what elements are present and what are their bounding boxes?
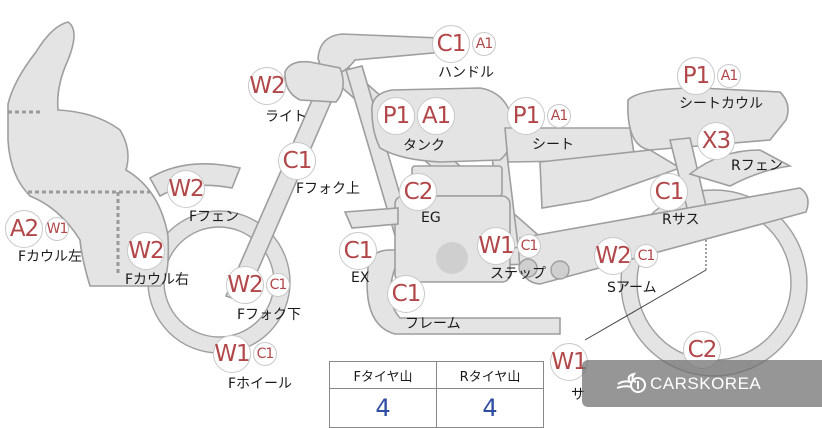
step-code-badge: W1 bbox=[477, 227, 515, 265]
f-fender-code-badge: W2 bbox=[167, 170, 205, 208]
r-suspension-label: Rサス bbox=[662, 212, 700, 228]
front-tire-header: Fタイヤ山 bbox=[329, 361, 437, 389]
engine-cover bbox=[436, 242, 468, 274]
swing-arm-code-badge: W2 bbox=[594, 237, 632, 275]
front-tire-value: 4 bbox=[329, 388, 437, 428]
rear-tire-header: Rタイヤ山 bbox=[436, 361, 544, 389]
swing-arm-shape bbox=[518, 187, 809, 285]
engine-code-badge: C2 bbox=[399, 173, 437, 211]
seat-cowl-label: シートカウル bbox=[679, 96, 763, 112]
f-cowl-right-label: Fカウル右 bbox=[125, 272, 190, 288]
exhaust-label: EX bbox=[351, 270, 370, 286]
engine-label: EG bbox=[421, 210, 441, 226]
f-wheel-code-badge: W1 bbox=[213, 335, 251, 373]
seat-code-badge: P1 bbox=[507, 97, 545, 135]
f-cowl-left-code-badge: W1 bbox=[45, 217, 69, 241]
r-wheel-code-badge: W1 bbox=[550, 343, 588, 381]
tire-table-value-row: 4 4 bbox=[329, 388, 544, 428]
flame-logo-icon bbox=[616, 371, 646, 393]
r-wheel-label: サ bbox=[571, 387, 585, 403]
r-suspension-code-badge: C1 bbox=[650, 173, 688, 211]
handle-code-badge: A1 bbox=[472, 32, 496, 56]
light-label: ライト bbox=[265, 109, 307, 125]
f-cowl-right-code-badge: W2 bbox=[127, 232, 165, 270]
seat-code-badge: A1 bbox=[547, 104, 571, 128]
f-cowl-left-code-badge: A2 bbox=[5, 210, 43, 248]
f-wheel-code-badge: C1 bbox=[253, 342, 277, 366]
frame-code-badge: C1 bbox=[387, 275, 425, 313]
seat-cowl-code-badge: P1 bbox=[677, 57, 715, 95]
r-fender-label: Rフェン bbox=[731, 158, 783, 174]
f-fender-label: Fフェン bbox=[189, 209, 240, 225]
f-fork-lower-code-badge: C1 bbox=[266, 273, 290, 297]
exhaust-shape bbox=[343, 207, 399, 229]
f-fork-upper-code-badge: C1 bbox=[278, 142, 316, 180]
swing-arm-label: Sアーム bbox=[607, 280, 657, 296]
exhaust-code-badge: C1 bbox=[339, 232, 377, 270]
step-label: ステップ bbox=[490, 266, 546, 282]
tank-label: タンク bbox=[403, 138, 445, 154]
handle-label: ハンドル bbox=[438, 65, 494, 81]
f-cowl-left-label: Fカウル左 bbox=[18, 249, 83, 265]
watermark-text: CARSKOREA bbox=[650, 373, 762, 393]
light-code-badge: W2 bbox=[248, 67, 286, 105]
f-fork-lower-code-badge: W2 bbox=[226, 266, 264, 304]
handle-code-badge: C1 bbox=[432, 25, 470, 63]
step-peg-left bbox=[518, 258, 538, 278]
seat-cowl-code-badge: A1 bbox=[717, 64, 741, 88]
f-fork-upper-label: Fフォク上 bbox=[296, 181, 361, 197]
r-fender-code-badge: X3 bbox=[697, 122, 735, 160]
front-cowl-shape bbox=[7, 21, 170, 287]
tire-tread-table: Fタイヤ山 Rタイヤ山 4 4 bbox=[329, 361, 544, 428]
f-wheel-label: Fホイール bbox=[228, 376, 293, 392]
frame-label: フレーム bbox=[405, 316, 461, 332]
tire-table-header-row: Fタイヤ山 Rタイヤ山 bbox=[329, 361, 544, 389]
swing-arm-code-badge: C1 bbox=[634, 244, 658, 268]
watermark: CARSKOREA bbox=[582, 360, 822, 407]
headlight-shape bbox=[284, 60, 344, 103]
step-code-badge: C1 bbox=[517, 234, 541, 258]
guide-line-long bbox=[584, 269, 707, 341]
seat-cowl-shape bbox=[627, 87, 789, 151]
rear-tire-value: 4 bbox=[436, 388, 544, 428]
seat-label: シート bbox=[532, 137, 574, 153]
step-peg-right bbox=[550, 260, 570, 280]
tank-code-badge: A1 bbox=[417, 97, 455, 135]
tank-code-badge: P1 bbox=[377, 97, 415, 135]
side-panel-shape bbox=[539, 149, 682, 209]
f-fork-lower-label: Fフォク下 bbox=[237, 307, 302, 323]
